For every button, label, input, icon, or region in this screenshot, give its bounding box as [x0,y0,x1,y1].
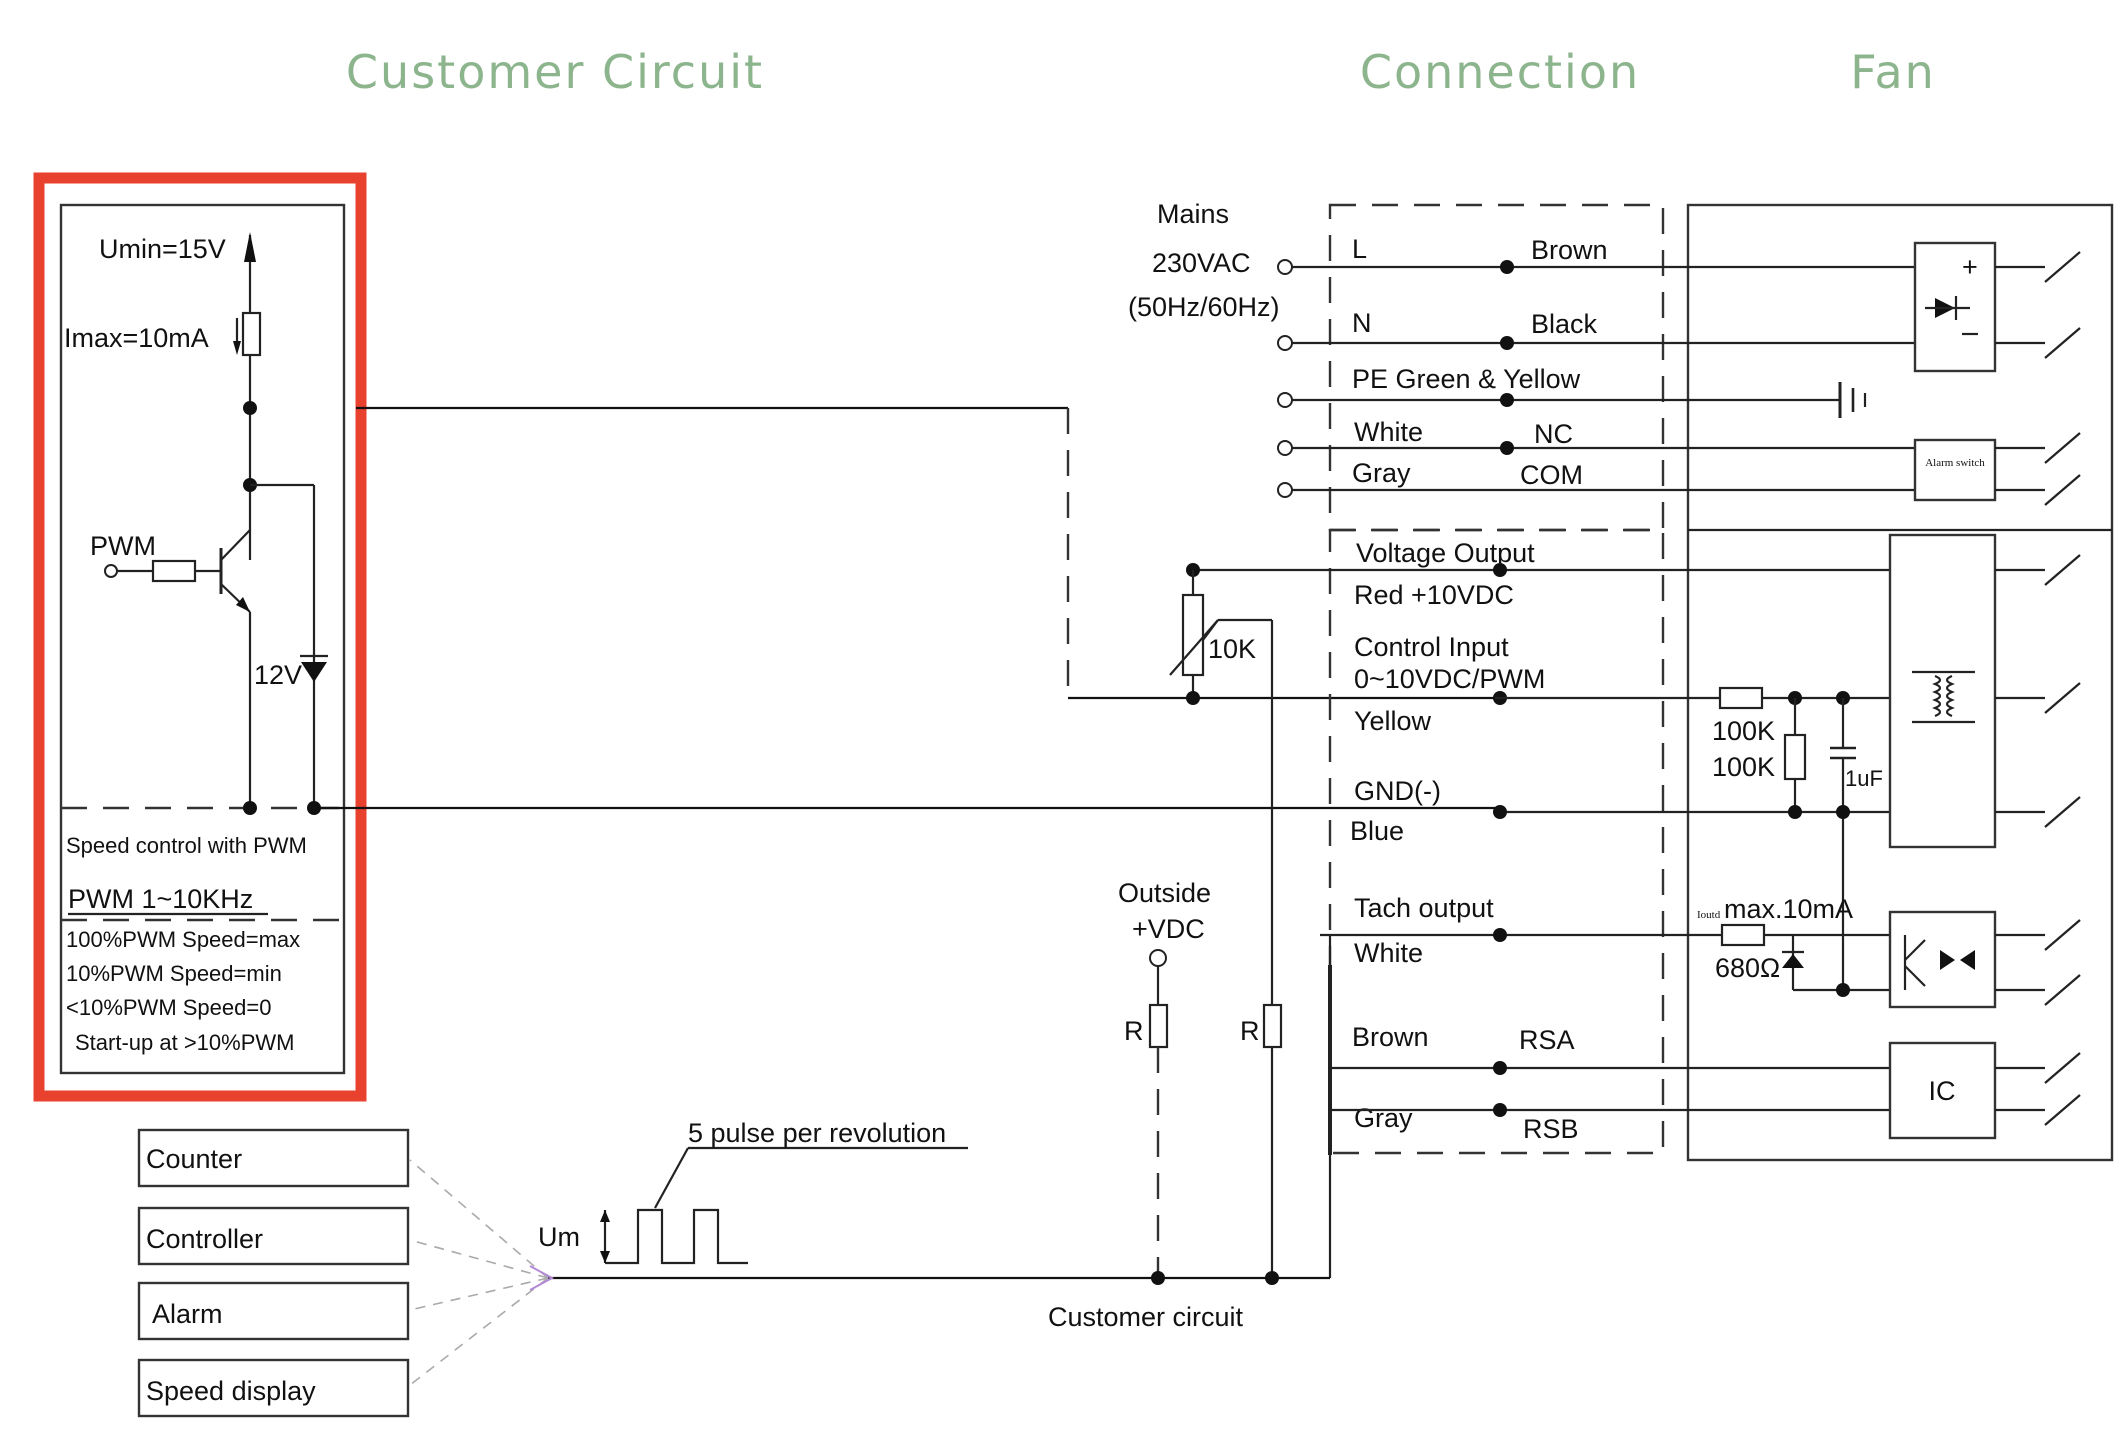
label-rsa: RSA [1519,1025,1575,1055]
device-counter-label: Counter [146,1144,242,1174]
wire-n: N [1352,308,1372,338]
device-alarm: Alarm [137,1281,410,1341]
alarm-switch-label: Alarm switch [1925,457,1985,469]
wire-gray-alarm: Gray [1352,458,1411,488]
resistor-100k-b [1783,733,1807,781]
note-speed-zero: <10%PWM Speed=0 [66,995,271,1020]
wire-com: COM [1520,460,1583,490]
tach-max-current: max.10mA [1724,894,1853,924]
mains-voltage: 230VAC [1152,248,1251,278]
pulse-um-label: Um [538,1222,580,1252]
transformer-module [1888,533,2081,849]
outside-vdc: +VDC [1132,914,1205,944]
wire-nc: NC [1534,419,1573,449]
device-counter: Counter [137,1128,410,1188]
svg-text:+: + [1962,252,1978,282]
imax-label: Imax=10mA [64,323,209,353]
label-control-input: Control Input [1354,632,1509,662]
label-white-tach: White [1354,938,1423,968]
device-alarm-label: Alarm [152,1299,223,1329]
label-rsb: RSB [1523,1114,1579,1144]
note-speed-min: 10%PWM Speed=min [66,961,282,986]
label-blue: Blue [1350,816,1404,846]
outside-r-label: R [1124,1016,1144,1046]
label-control-range: 0~10VDC/PWM [1354,664,1545,694]
pwm-freq-label: PWM 1~10KHz [68,884,253,914]
header-customer-circuit: Customer Circuit [346,45,764,99]
customer-panel-box [59,203,346,1075]
mains-title: Mains [1157,199,1229,229]
pulse-label: 5 pulse per revolution [688,1118,946,1148]
label-voltage-output: Voltage Output [1356,538,1535,568]
label-brown-rsa: Brown [1352,1022,1429,1052]
label-gnd: GND(-) [1354,776,1441,806]
label-yellow: Yellow [1354,706,1432,736]
zener-label: 12V [254,660,302,690]
customer-circuit-label: Customer circuit [1048,1302,1244,1332]
device-speed-display-label: Speed display [146,1376,316,1406]
connection-box [1328,203,1665,1155]
potentiometer-10k: 10K [1169,570,1274,1278]
tach-current-small: Ioutd [1697,909,1721,921]
rectifier-module: + [1913,241,2081,373]
outside-title: Outside [1118,878,1211,908]
highlight-frame [33,172,367,1102]
speed-control-title: Speed control with PWM [66,833,307,858]
down-arrow-icon [233,341,241,355]
resistor-680 [1720,923,1766,947]
device-fanout [409,1159,555,1386]
outside-r2-label: R [1240,1016,1260,1046]
base-resistor [151,559,197,583]
resistor-100k-a-label: 100K [1712,716,1775,746]
label-gray-rsb: Gray [1354,1103,1413,1133]
umin-label: Umin=15V [99,234,226,264]
resistor-100k-a [1718,686,1764,710]
header-connection: Connection [1360,45,1640,99]
wire-pe: PE Green & Yellow [1352,364,1581,394]
device-controller-label: Controller [146,1224,263,1254]
device-controller: Controller [137,1206,410,1266]
customer-panel: Umin=15V Imax=10mA PWM 12V Speed control… [33,172,367,1102]
ic-module: IC [1888,1041,2081,1140]
wire-black: Black [1531,309,1598,339]
pullup-resistor [241,311,262,357]
label-tach: Tach output [1354,893,1494,923]
pulse-waveform: Um 5 pulse per revolution [538,1118,968,1265]
up-arrow-icon [244,232,256,262]
optocoupler-module [1888,910,2081,1009]
wire-brown-top: Brown [1531,235,1608,265]
pwm-label: PWM [90,531,156,561]
note-speed-max: 100%PWM Speed=max [66,927,300,952]
fan-box [1686,203,2114,1162]
wire-white-alarm: White [1354,417,1423,447]
label-red: Red +10VDC [1354,580,1514,610]
resistor-100k-b-label: 100K [1712,752,1775,782]
device-speed-display: Speed display [137,1358,410,1418]
tach-resistor-label: 680Ω [1715,953,1780,983]
pwm-terminal [104,564,118,578]
zener-diode-icon [301,662,327,682]
capacitor-label: 1uF [1845,766,1883,791]
ic-label: IC [1929,1076,1956,1106]
outside-pullup: Outside +VDC R R [1118,878,1283,1285]
wire-l: L [1352,234,1367,264]
mains-frequency: (50Hz/60Hz) [1128,292,1280,322]
mains-wires: L Brown N Black PE Green & Yellow White … [1277,234,1915,498]
alarm-switch-module: Alarm switch [1913,432,2081,506]
potentiometer-label: 10K [1208,634,1256,664]
note-startup: Start-up at >10%PWM [75,1030,294,1055]
header-fan: Fan [1850,45,1936,99]
